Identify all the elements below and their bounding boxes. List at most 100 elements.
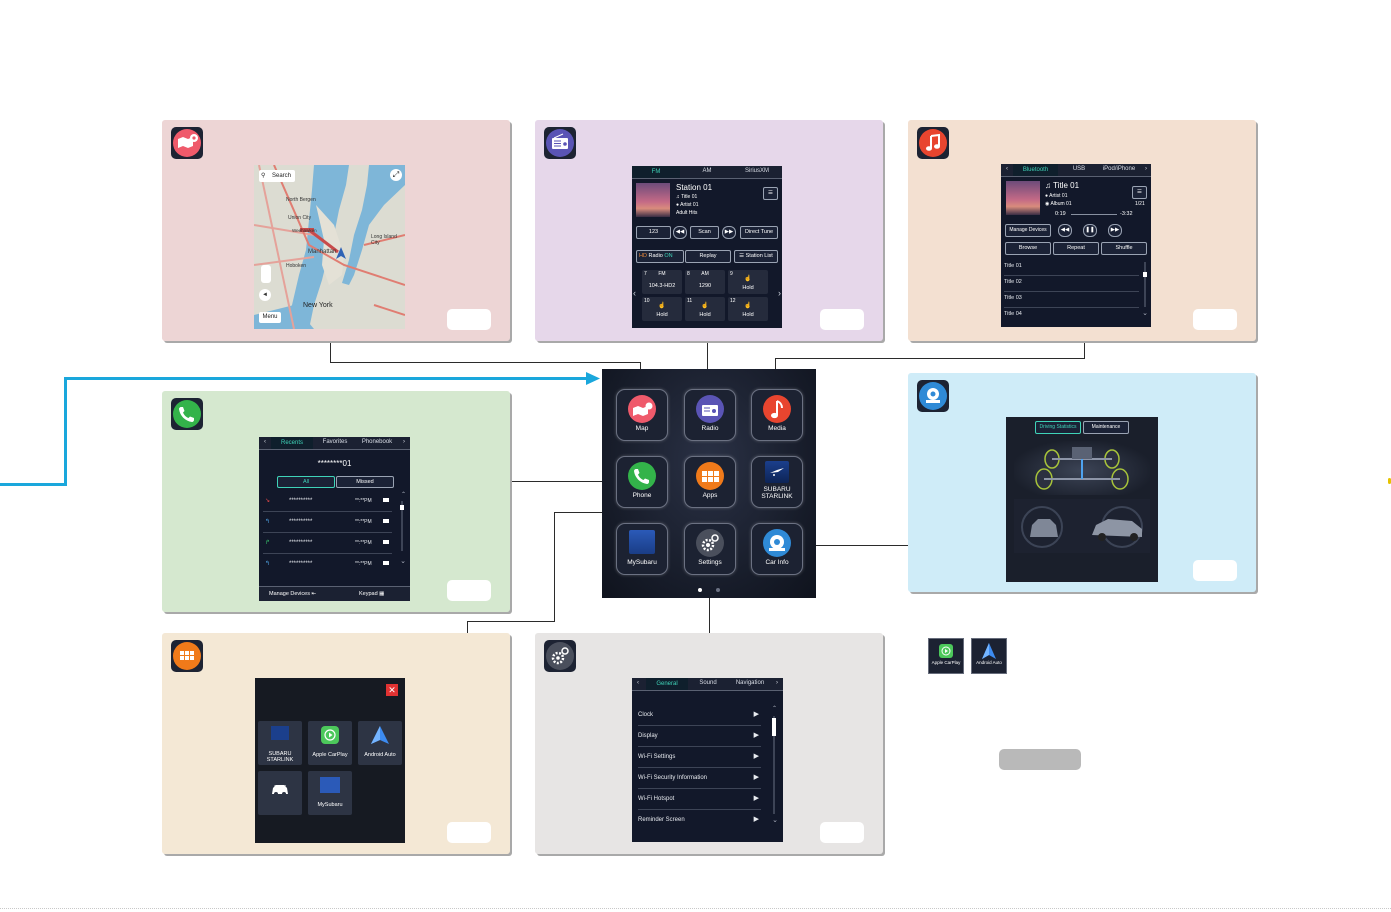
scroll-down-icon[interactable]: ⌄ — [400, 558, 406, 565]
settings-item-wifi[interactable]: Wi-Fi Settings▶ — [638, 747, 761, 768]
tab-usb[interactable]: USB — [1072, 166, 1086, 172]
scroll-down-icon[interactable]: ⌄ — [1142, 310, 1148, 317]
home-apps-button[interactable]: Apps — [684, 456, 736, 508]
call-row[interactable]: ↘ ********** **:**PM — [263, 491, 392, 512]
next-track-button[interactable]: ▶▶ — [1108, 224, 1122, 237]
tab-prev-icon[interactable]: ‹ — [264, 439, 266, 445]
preset-12[interactable]: 12☝Hold — [728, 297, 768, 321]
scan-button[interactable]: Scan — [690, 226, 719, 239]
settings-item-wifi-hotspot[interactable]: Wi-Fi Hotspot▶ — [638, 789, 761, 810]
keypad-button[interactable]: Keypad ▦ — [359, 591, 385, 597]
preset-9[interactable]: 9☝Hold — [728, 270, 768, 294]
tab-driving-statistics[interactable]: Driving Statistics — [1035, 421, 1081, 434]
home-phone-button[interactable]: Phone — [616, 456, 668, 508]
progress-bar[interactable] — [1071, 214, 1117, 215]
settings-item-reminder[interactable]: Reminder Screen▶ — [638, 810, 761, 830]
page-indicator-active[interactable] — [698, 588, 702, 592]
map-search-box[interactable]: ⚲ Search — [259, 170, 295, 182]
phone-footer: Manage Devices ⇤ Keypad ▦ — [259, 586, 410, 601]
tab-general[interactable]: General — [646, 678, 688, 690]
seek-forward-button[interactable]: ▶▶ — [722, 226, 736, 239]
tab-bluetooth[interactable]: Bluetooth — [1013, 164, 1058, 176]
manage-devices-button[interactable]: Manage Devices — [1005, 224, 1051, 237]
tab-prev-icon[interactable]: ‹ — [1006, 166, 1008, 172]
home-map-button[interactable]: Map — [616, 389, 668, 441]
filter-missed-button[interactable]: Missed — [336, 476, 394, 488]
page-indicator[interactable] — [716, 588, 720, 592]
preset-next-icon[interactable]: › — [778, 288, 781, 298]
home-media-button[interactable]: Media — [751, 389, 803, 441]
app-sxm-travel-link[interactable]: SXM Travel Link — [258, 771, 302, 815]
preset-10[interactable]: 10☝Hold — [642, 297, 682, 321]
manage-devices-button[interactable]: Manage Devices ⇤ — [269, 591, 317, 597]
tab-sound[interactable]: Sound — [699, 680, 717, 686]
android-auto-tile[interactable]: Android Auto — [971, 638, 1007, 674]
scroll-up-icon[interactable]: ⌃ — [400, 492, 406, 498]
tab-am[interactable]: AM — [702, 168, 712, 174]
home-starlink-button[interactable]: SUBARU STARLINK — [751, 456, 803, 508]
tab-next-icon[interactable]: › — [776, 680, 778, 686]
settings-item-display[interactable]: Display▶ — [638, 726, 761, 747]
previous-track-button[interactable]: ◀◀ — [1058, 224, 1072, 237]
station-list-button[interactable]: ☰ Station List — [734, 250, 778, 263]
volume-icon[interactable]: ◄ — [259, 289, 271, 301]
tab-maintenance[interactable]: Maintenance — [1083, 421, 1129, 434]
tab-phonebook[interactable]: Phonebook — [361, 439, 393, 445]
call-row[interactable]: ↰ ********** **:**PM — [263, 554, 392, 574]
tab-favorites[interactable]: Favorites — [322, 439, 348, 445]
tab-siriusxm[interactable]: SiriusXM — [744, 168, 769, 174]
home-mysubaru-button[interactable]: MySubaru — [616, 523, 668, 575]
app-mysubaru[interactable]: MySubaru — [308, 771, 352, 815]
map-screen[interactable]: ⚲ Search ⤢ North Bergen Union City Weeha… — [254, 165, 405, 329]
shuffle-button[interactable]: Shuffle — [1101, 242, 1147, 255]
home-car-info-button[interactable]: Car Info — [751, 523, 803, 575]
map-menu-button[interactable]: Menu — [259, 312, 281, 323]
scrollbar[interactable] — [772, 716, 776, 814]
tab-next-icon[interactable]: › — [1145, 166, 1147, 172]
tab-prev-icon[interactable]: ‹ — [637, 680, 639, 686]
close-icon[interactable]: ✕ — [386, 684, 398, 696]
direct-number-button[interactable]: 123 — [636, 226, 671, 239]
tab-navigation[interactable]: Navigation — [735, 680, 765, 686]
app-apple-carplay[interactable]: Apple CarPlay — [308, 721, 352, 765]
list-item[interactable]: Title 01 — [1004, 258, 1139, 276]
equalizer-button[interactable]: ☰ — [1132, 186, 1147, 199]
equalizer-button[interactable]: ☰ — [763, 187, 778, 200]
app-starlink[interactable]: SUBARU STARLINK — [258, 721, 302, 765]
music-note-icon — [917, 127, 949, 159]
tab-fm[interactable]: FM — [632, 166, 680, 178]
repeat-button[interactable]: Repeat — [1053, 242, 1099, 255]
list-item[interactable]: Title 03 — [1004, 290, 1139, 308]
compass-icon[interactable] — [261, 265, 271, 283]
scrollbar[interactable] — [1143, 262, 1147, 307]
settings-item-wifi-security[interactable]: Wi-Fi Security Information▶ — [638, 768, 761, 789]
hd-radio-button[interactable]: HD Radio ON — [636, 250, 684, 263]
list-item[interactable]: Title 02 — [1004, 274, 1139, 292]
tab-ipod[interactable]: iPod/iPhone — [1102, 166, 1136, 172]
preset-prev-icon[interactable]: ‹ — [633, 288, 636, 298]
apple-carplay-tile[interactable]: Apple CarPlay — [928, 638, 964, 674]
settings-item-clock[interactable]: Clock▶ — [638, 705, 761, 726]
call-row[interactable]: ↰ ********** **:**PM — [263, 512, 392, 533]
scroll-up-icon[interactable]: ⌃ — [771, 706, 777, 712]
seek-back-button[interactable]: ◀◀ — [673, 226, 687, 239]
call-row[interactable]: ↱ ********** **:**PM — [263, 533, 392, 554]
preset-11[interactable]: 11☝Hold — [685, 297, 725, 321]
expand-icon[interactable]: ⤢ — [390, 169, 402, 181]
missed-call-icon: ↘ — [265, 498, 271, 504]
app-android-auto[interactable]: Android Auto — [358, 721, 402, 765]
filter-all-button[interactable]: All — [277, 476, 335, 488]
home-settings-button[interactable]: Settings — [684, 523, 736, 575]
scroll-down-icon[interactable]: ⌄ — [772, 817, 778, 824]
direct-tune-button[interactable]: Direct Tune — [740, 226, 778, 239]
browse-button[interactable]: Browse — [1005, 242, 1051, 255]
replay-button[interactable]: Replay — [685, 250, 731, 263]
list-item[interactable]: Title 04 — [1004, 311, 1022, 317]
pause-button[interactable]: ❚❚ — [1083, 224, 1097, 237]
tab-next-icon[interactable]: › — [403, 439, 405, 445]
home-radio-button[interactable]: Radio — [684, 389, 736, 441]
tab-recents[interactable]: Recents — [271, 437, 313, 449]
scrollbar[interactable] — [400, 501, 404, 551]
